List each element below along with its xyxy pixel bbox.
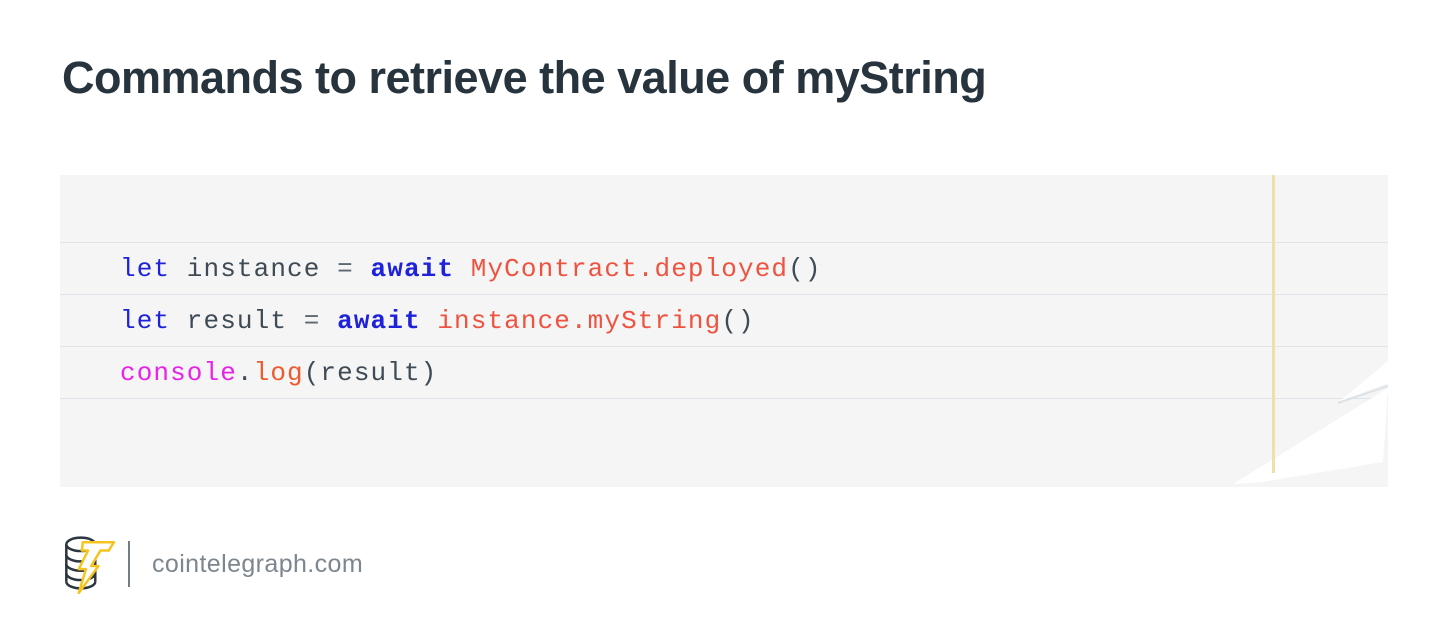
code-row-empty-bottom bbox=[60, 398, 1388, 487]
code-token: instance.myString bbox=[437, 305, 722, 336]
code-token: instance bbox=[170, 253, 338, 284]
code-block: let instance = await MyContract.deployed… bbox=[60, 175, 1388, 487]
lightning-bolt-icon bbox=[77, 541, 116, 594]
page-title: Commands to retrieve the value of myStri… bbox=[62, 52, 987, 103]
paper-tear-wedge bbox=[1233, 388, 1388, 484]
code-row-empty-top bbox=[60, 175, 1388, 242]
cointelegraph-logo-icon bbox=[65, 536, 116, 594]
code-line-1: let instance = await MyContract.deployed… bbox=[60, 242, 1388, 294]
code-token bbox=[354, 254, 371, 284]
paper-tear-edge-line bbox=[1337, 385, 1388, 404]
footer-divider bbox=[128, 541, 130, 587]
code-token bbox=[320, 306, 337, 336]
accent-vertical-line bbox=[1272, 175, 1275, 473]
code-token: MyContract.deployed bbox=[470, 253, 789, 284]
code-token: (result) bbox=[303, 357, 438, 388]
code-token: = bbox=[303, 305, 321, 336]
code-token: result bbox=[170, 305, 304, 336]
paper-tear-graphic bbox=[1233, 361, 1388, 484]
code-line-2: let result = await instance.myString() bbox=[60, 294, 1388, 346]
code-token: let bbox=[120, 305, 171, 336]
footer-brand: cointelegraph.com bbox=[58, 534, 363, 594]
code-token: console bbox=[120, 357, 237, 388]
site-label: cointelegraph.com bbox=[152, 549, 364, 578]
code-token: = bbox=[337, 253, 354, 284]
code-token: await bbox=[370, 253, 455, 284]
paper-tear-corner bbox=[1340, 361, 1388, 401]
code-token bbox=[421, 306, 438, 336]
code-token: await bbox=[337, 305, 421, 336]
code-token: () bbox=[721, 305, 755, 336]
code-token bbox=[454, 254, 471, 284]
code-token: log bbox=[253, 357, 304, 388]
code-token: . bbox=[236, 357, 254, 388]
code-token: let bbox=[120, 253, 171, 284]
code-token: () bbox=[788, 253, 822, 284]
code-line-3: console.log(result) bbox=[60, 346, 1388, 398]
